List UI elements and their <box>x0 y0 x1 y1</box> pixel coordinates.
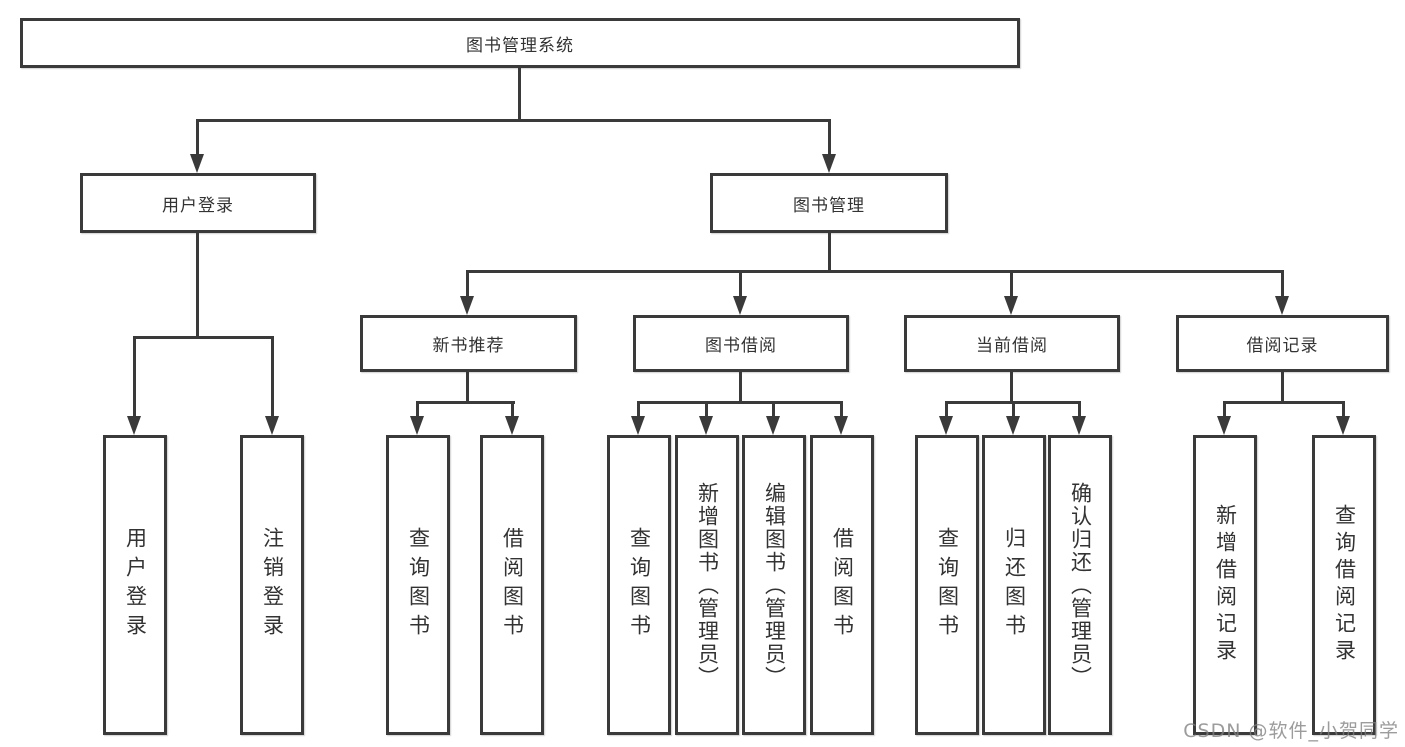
arrowhead-borrow-book-2 <box>834 416 848 435</box>
arrowhead-query-book-1 <box>410 416 424 435</box>
arrowhead-query-record <box>1336 416 1350 435</box>
connector-bookborrow-drop-3 <box>772 401 775 418</box>
connector-newbookrec-stem <box>466 372 469 403</box>
leaf-query-book-3-label: 查询图书 <box>935 527 960 643</box>
connector-borrowrecord-drop-2 <box>1342 401 1345 418</box>
node-book-borrow-label: 图书借阅 <box>705 336 777 356</box>
connector-newbookrec-hbar <box>417 401 515 404</box>
arrowhead-new-book-rec <box>460 296 474 315</box>
connector-userlogin-drop-2 <box>271 336 274 418</box>
arrowhead-add-book <box>699 416 713 435</box>
connector-bookborrow-stem <box>739 372 742 403</box>
leaf-confirm-return: 确认归还（管理员） <box>1048 435 1112 735</box>
node-book-borrow: 图书借阅 <box>633 315 849 372</box>
node-user-login-label: 用户登录 <box>162 195 234 216</box>
node-root-label: 图书管理系统 <box>466 35 574 56</box>
arrowhead-add-record <box>1217 416 1231 435</box>
leaf-query-book-3: 查询图书 <box>915 435 979 735</box>
leaf-add-record-label: 新增借阅记录 <box>1213 504 1238 666</box>
leaf-logout: 注销登录 <box>240 435 304 735</box>
leaf-add-record: 新增借阅记录 <box>1193 435 1257 735</box>
leaf-borrow-book-2-label: 借阅图书 <box>830 527 855 643</box>
connector-bookmgmt-hbar <box>467 270 1284 273</box>
node-current-borrow-label: 当前借阅 <box>976 336 1048 356</box>
arrowhead-book-borrow <box>733 296 747 315</box>
leaf-return-book: 归还图书 <box>982 435 1046 735</box>
connector-newbookrec-drop-2 <box>511 401 514 418</box>
leaf-borrow-book-1: 借阅图书 <box>480 435 544 735</box>
arrowhead-edit-book <box>766 416 780 435</box>
connector-bookmgmt-drop-3 <box>1010 270 1013 298</box>
arrowhead-query-book-3 <box>939 416 953 435</box>
leaf-user-login: 用户登录 <box>103 435 167 735</box>
node-user-login: 用户登录 <box>80 173 316 233</box>
connector-bookborrow-hbar <box>638 401 843 404</box>
connector-root-right-drop <box>828 119 831 157</box>
leaf-query-record: 查询借阅记录 <box>1312 435 1376 735</box>
connector-userlogin-hbar <box>134 336 274 339</box>
node-borrow-record: 借阅记录 <box>1176 315 1389 372</box>
arrowhead-logout-leaf <box>265 416 279 435</box>
connector-bookborrow-drop-4 <box>840 401 843 418</box>
connector-newbookrec-drop-1 <box>416 401 419 418</box>
leaf-add-book-label: 新增图书（管理员） <box>695 481 720 689</box>
arrowhead-query-book-2 <box>631 416 645 435</box>
connector-borrowrecord-drop-1 <box>1223 401 1226 418</box>
connector-root-hbar <box>197 119 831 122</box>
arrowhead-borrow-record <box>1275 296 1289 315</box>
leaf-confirm-return-label: 确认归还（管理员） <box>1068 481 1093 689</box>
leaf-query-book-2: 查询图书 <box>607 435 671 735</box>
leaf-query-record-label: 查询借阅记录 <box>1332 504 1357 666</box>
arrowhead-confirm-return <box>1072 416 1086 435</box>
node-current-borrow: 当前借阅 <box>904 315 1120 372</box>
connector-bookmgmt-drop-4 <box>1281 270 1284 298</box>
node-borrow-record-label: 借阅记录 <box>1246 336 1319 356</box>
connector-bookborrow-drop-1 <box>637 401 640 418</box>
leaf-logout-label: 注销登录 <box>260 527 285 643</box>
connector-userlogin-drop-1 <box>133 336 136 418</box>
node-book-mgmt: 图书管理 <box>710 173 948 233</box>
arrowhead-current-borrow <box>1004 296 1018 315</box>
leaf-edit-book-label: 编辑图书（管理员） <box>762 481 787 689</box>
connector-bookmgmt-stem <box>828 233 831 273</box>
leaf-user-login-label: 用户登录 <box>123 527 148 643</box>
arrowhead-book-mgmt <box>822 154 836 173</box>
connector-bookmgmt-drop-2 <box>739 270 742 298</box>
arrowhead-return-book <box>1006 416 1020 435</box>
leaf-query-book-2-label: 查询图书 <box>627 527 652 643</box>
leaf-return-book-label: 归还图书 <box>1002 527 1027 643</box>
connector-currentborrow-drop-3 <box>1078 401 1081 418</box>
leaf-edit-book: 编辑图书（管理员） <box>742 435 806 735</box>
node-book-mgmt-label: 图书管理 <box>793 195 865 216</box>
node-root: 图书管理系统 <box>20 18 1020 68</box>
connector-root-left-drop <box>196 119 199 157</box>
csdn-watermark: CSDN @软件_小贺同学 <box>1183 720 1399 742</box>
arrowhead-user-login <box>190 154 204 173</box>
connector-bookborrow-drop-2 <box>705 401 708 418</box>
leaf-borrow-book-1-label: 借阅图书 <box>500 527 525 643</box>
connector-borrowrecord-hbar <box>1224 401 1344 404</box>
leaf-borrow-book-2: 借阅图书 <box>810 435 874 735</box>
connector-currentborrow-drop-2 <box>1012 401 1015 418</box>
arrowhead-borrow-book-1 <box>505 416 519 435</box>
connector-bookmgmt-drop-1 <box>466 270 469 298</box>
connector-currentborrow-drop-1 <box>945 401 948 418</box>
connector-userlogin-stem <box>196 233 199 339</box>
node-new-book-rec: 新书推荐 <box>360 315 577 372</box>
connector-root-stem <box>518 68 521 120</box>
arrowhead-user-login-leaf <box>127 416 141 435</box>
connector-currentborrow-stem <box>1010 372 1013 403</box>
leaf-query-book-1-label: 查询图书 <box>406 527 431 643</box>
leaf-query-book-1: 查询图书 <box>386 435 450 735</box>
connector-borrowrecord-stem <box>1281 372 1284 403</box>
leaf-add-book: 新增图书（管理员） <box>675 435 739 735</box>
node-new-book-rec-label: 新书推荐 <box>432 336 505 356</box>
